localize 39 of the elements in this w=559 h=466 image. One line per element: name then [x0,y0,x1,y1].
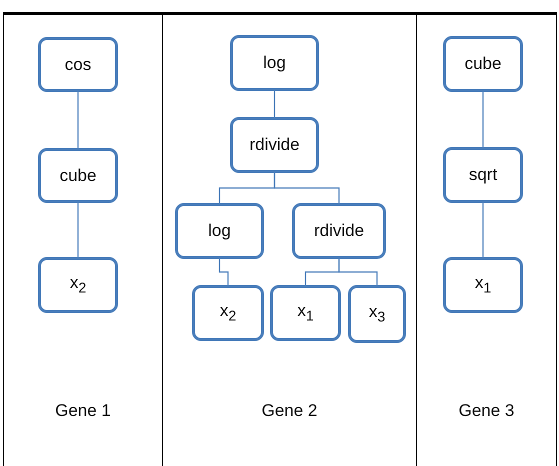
function-node [443,36,523,92]
gene-panel [416,12,557,466]
tree-connector [77,203,79,257]
node-label: x$_{2}$ [70,273,86,297]
gene-label: Gene 1 [54,401,112,421]
node-label: x$_{1}$ [297,301,314,325]
function-node [443,257,523,313]
node-label: x$_{3}$ [368,302,386,326]
tree-connector [274,173,340,203]
node-label: cube [464,54,502,74]
tree-connector [77,92,79,148]
tree-connector [482,203,484,257]
tree-connector [482,92,484,147]
node-label: cos [64,54,92,74]
node-label: log [263,53,286,73]
function-node [292,203,386,259]
gene-label: Gene 3 [458,401,516,421]
function-node [38,37,118,92]
function-node [38,148,118,203]
tree-connector [274,91,276,117]
tree-connector [338,259,378,285]
node-label: log [208,221,231,241]
gene-panel [3,12,163,466]
function-node [230,117,319,173]
function-node [192,285,264,341]
node-label: x$_{2}$ [220,301,236,325]
tree-connector [218,259,229,285]
gene-label: Gene 2 [260,401,318,421]
function-node [175,203,264,259]
node-label: rdivide [249,135,300,155]
function-node [38,257,118,313]
function-node [270,285,341,341]
function-node [443,147,523,203]
function-node [348,285,406,343]
node-label: cube [60,166,96,186]
node-label: sqrt [468,165,498,185]
function-node [230,35,319,91]
node-label: x$_{1}$ [474,273,492,297]
node-label: rdivide [314,221,364,241]
